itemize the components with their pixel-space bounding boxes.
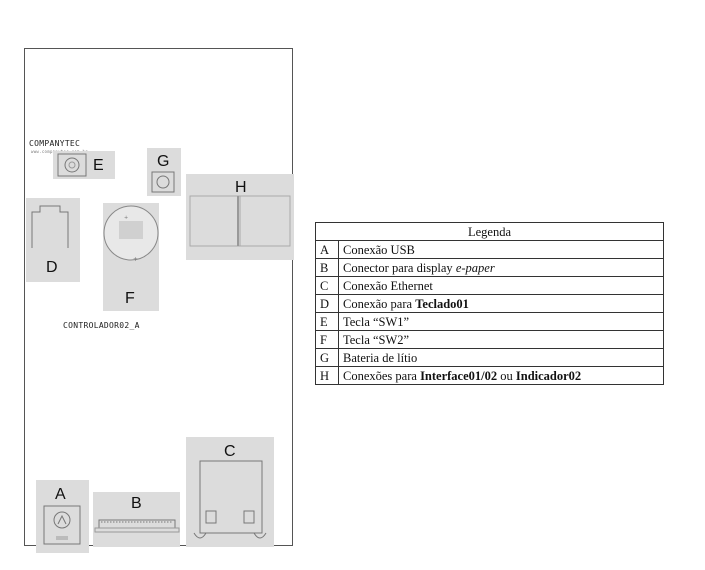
zone-e-button-sw1: E [53, 151, 115, 179]
legend-text: Conexão Ethernet [343, 278, 433, 293]
legend-row: D Conexão para Teclado01 [315, 294, 664, 313]
svg-text:+: + [124, 215, 128, 221]
legend-text: Conector para display [343, 260, 456, 275]
zone-label-g: G [157, 153, 170, 170]
legend-key: C [315, 276, 339, 295]
model-silkscreen: CONTROLADOR02_A [63, 321, 140, 330]
zone-d-keyboard-connector: D [26, 198, 80, 282]
legend-table: Legenda A Conexão USB B Conector para di… [315, 222, 664, 385]
button-footprint-icon [57, 153, 87, 177]
legend-text: Conexão para [343, 296, 416, 311]
legend-bold-2: Indicador02 [515, 368, 582, 383]
legend-key: E [315, 312, 339, 331]
zone-label-h: H [235, 179, 247, 196]
legend-row: F Tecla “SW2” [315, 330, 664, 349]
zone-g-lithium-battery: G [147, 148, 181, 196]
interface-connector-icon [189, 195, 291, 247]
legend-description: Conexão Ethernet [338, 276, 664, 295]
zone-c-ethernet: C [186, 437, 274, 547]
legend-text: Conexão USB [343, 242, 415, 257]
legend-emphasis: e-paper [455, 260, 495, 275]
legend-row: G Bateria de lítio [315, 348, 664, 367]
legend-text: Bateria de lítio [343, 350, 418, 365]
legend-row: B Conector para display e-paper [315, 258, 664, 277]
legend-row: A Conexão USB [315, 240, 664, 259]
legend-key: G [315, 348, 339, 367]
zone-label-f: F [125, 290, 135, 307]
battery-holder-icon [151, 171, 175, 193]
legend-row: E Tecla “SW1” [315, 312, 664, 331]
zone-label-a: A [55, 486, 66, 503]
legend-text: Tecla “SW2” [343, 332, 410, 347]
zone-label-d: D [46, 259, 58, 276]
legend-description: Tecla “SW2” [338, 330, 664, 349]
zone-label-b: B [131, 495, 142, 512]
keyboard-connector-icon [31, 205, 69, 248]
legend-key: A [315, 240, 339, 259]
legend-text: Conexões para [343, 368, 421, 383]
legend-row: C Conexão Ethernet [315, 276, 664, 295]
legend-text: Tecla “SW1” [343, 314, 410, 329]
legend-key: B [315, 258, 339, 277]
legend-title: Legenda [315, 222, 664, 241]
legend-row: H Conexões para Interface01/02 ou Indica… [315, 366, 664, 385]
zone-h-interface-connectors: H [186, 174, 294, 260]
legend-description: Tecla “SW1” [338, 312, 664, 331]
zone-b-epaper-connector: B [93, 492, 180, 547]
legend-description: Conexões para Interface01/02 ou Indicado… [338, 366, 664, 385]
zone-f-button-sw2: + + F [103, 203, 159, 311]
fpc-connector-icon [94, 519, 180, 533]
zone-label-e: E [93, 157, 104, 174]
battery-cell-icon: + + [103, 205, 159, 263]
legend-key: F [315, 330, 339, 349]
brand-silkscreen: COMPANYTEC [29, 139, 81, 148]
legend-key: H [315, 366, 339, 385]
legend-description: Conexão USB [338, 240, 664, 259]
zone-label-c: C [224, 443, 236, 460]
legend-key: D [315, 294, 339, 313]
usb-connector-icon [43, 505, 81, 545]
legend-body: A Conexão USB B Conector para display e-… [315, 240, 664, 385]
zone-a-usb: A [36, 480, 89, 553]
legend-bold: Teclado01 [415, 296, 469, 311]
legend-text-2: ou [497, 368, 516, 383]
legend-description: Conexão para Teclado01 [338, 294, 664, 313]
ethernet-jack-icon [193, 460, 267, 539]
legend-description: Bateria de lítio [338, 348, 664, 367]
legend-bold: Interface01/02 [420, 368, 498, 383]
legend-header-row: Legenda [315, 222, 664, 241]
legend-description: Conector para display e-paper [338, 258, 664, 277]
svg-text:+: + [133, 256, 138, 263]
